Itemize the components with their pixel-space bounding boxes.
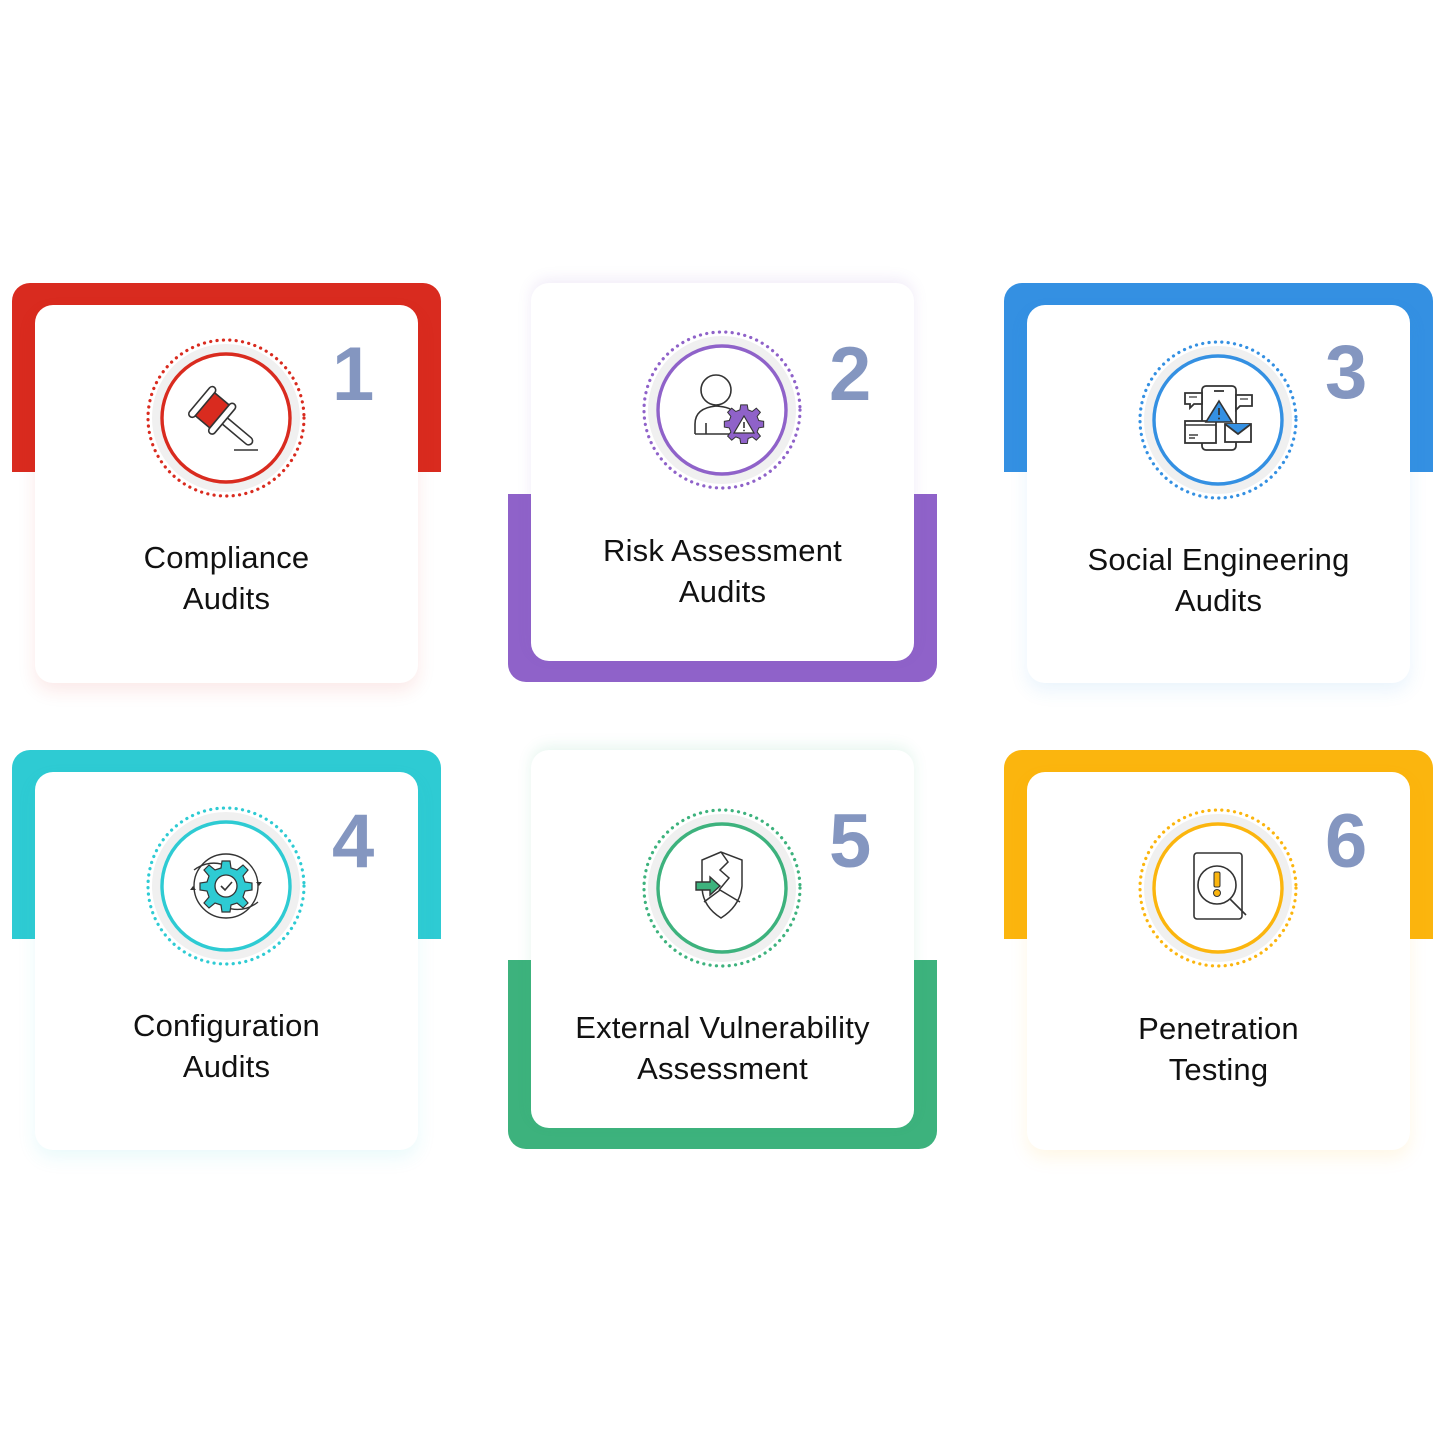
card-title: Configuration Audits (35, 1005, 418, 1087)
card-title-line2: Testing (1168, 1052, 1269, 1087)
card-title-line2: Audits (182, 581, 271, 616)
icon-badge (1136, 338, 1300, 502)
card-title-line1: External Vulnerability (575, 1010, 870, 1045)
card-title-line2: Assessment (637, 1051, 808, 1086)
card-title-line1: Social Engineering (1087, 542, 1350, 577)
icon-badge (144, 804, 308, 968)
icon-badge (640, 328, 804, 492)
card-body: 4 Configuration Audits (35, 772, 418, 1150)
phone-phishing-warning-icon (1184, 385, 1253, 451)
card-title-line2: Audits (182, 1049, 271, 1084)
card-external-vulnerability-assessment: 5 External Vulnerability Assessment (508, 750, 937, 1150)
step-number: 2 (829, 332, 872, 417)
card-title-line2: Audits (1174, 583, 1263, 618)
card-title-line1: Compliance (143, 540, 310, 575)
step-number: 3 (1325, 330, 1368, 415)
card-title: Risk Assessment Audits (531, 530, 914, 612)
card-title: Penetration Testing (1027, 1008, 1410, 1090)
card-title: Compliance Audits (35, 537, 418, 619)
card-body: 3 Social Engineering Audits (1027, 305, 1410, 683)
card-body: 6 Penetration Testing (1027, 772, 1410, 1150)
step-number: 6 (1325, 799, 1368, 884)
card-social-engineering-audits: 3 Social Engineering Audits (1004, 283, 1433, 683)
icon-badge (1136, 806, 1300, 970)
document-magnifier-alert-icon (1193, 852, 1247, 920)
step-number: 5 (829, 799, 872, 884)
card-title: Social Engineering Audits (1027, 539, 1410, 621)
card-title-line2: Audits (678, 574, 767, 609)
gavel-icon (187, 385, 258, 451)
card-body: 2 Risk Assessment Audits (531, 283, 914, 661)
card-body: 1 Compliance Audits (35, 305, 418, 683)
card-body: 5 External Vulnerability Assessment (531, 750, 914, 1128)
card-configuration-audits: 4 Configuration Audits (12, 750, 441, 1150)
card-title: External Vulnerability Assessment (531, 1007, 914, 1089)
card-risk-assessment-audits: 2 Risk Assessment Audits (508, 283, 937, 683)
icon-badge (640, 806, 804, 970)
card-title-line1: Risk Assessment (602, 533, 842, 568)
user-gear-warning-icon (694, 374, 765, 444)
icon-badge (144, 336, 308, 500)
shield-breach-arrow-icon (695, 851, 743, 919)
gear-check-cycle-icon (190, 853, 262, 919)
card-penetration-testing: 6 Penetration Testing (1004, 750, 1433, 1150)
step-number: 4 (332, 799, 375, 884)
step-number: 1 (332, 332, 375, 417)
card-title-line1: Penetration (1138, 1011, 1299, 1046)
card-compliance-audits: 1 Compliance Audits (12, 283, 441, 683)
card-title-line1: Configuration (133, 1008, 320, 1043)
badge-ring (642, 330, 802, 490)
